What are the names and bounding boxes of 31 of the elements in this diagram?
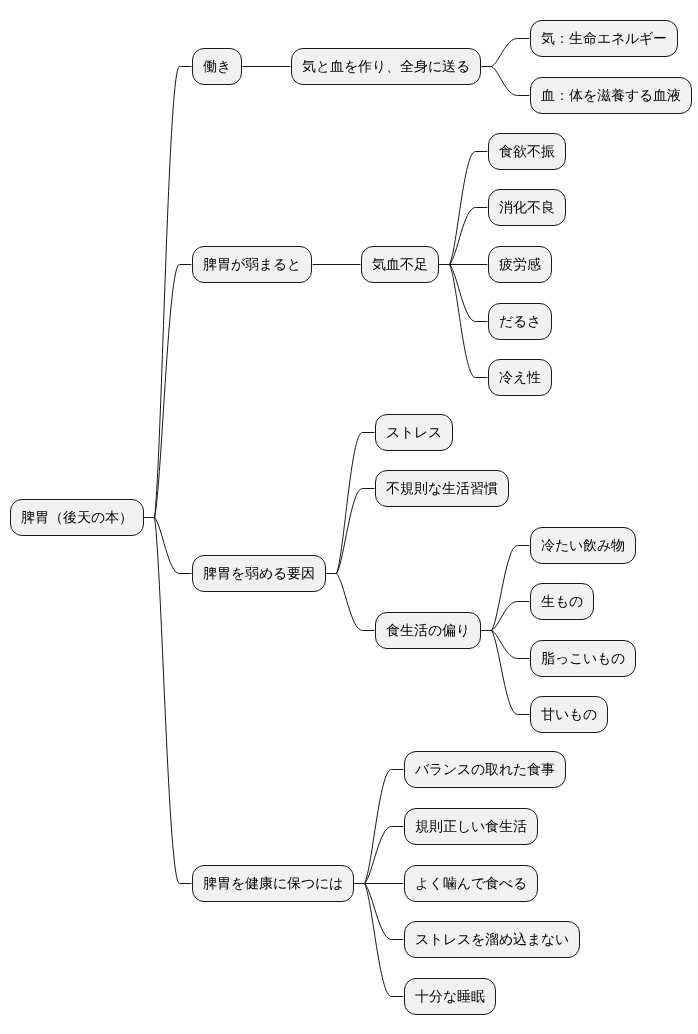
topic-box: 冷たい飲み物 [530,527,636,564]
connector-line [326,573,375,631]
connector-line [481,630,530,715]
topic-box: 血：体を滋養する血液 [530,77,692,114]
topic-box: 甘いもの [530,696,608,733]
topic-box: 冷え性 [488,359,552,396]
connector-line [312,264,361,265]
connector-line [481,66,530,96]
topic-box: 疲労感 [488,246,552,283]
topic-box: 食生活の偏り [375,612,481,649]
topic-box: 気：生命エネルギー [530,20,678,57]
topic-box: 規則正しい食生活 [404,808,538,845]
topic-box: 十分な睡眠 [404,978,496,1015]
topic-box: 脾胃を弱める要因 [192,555,326,592]
topic-box: 脾胃を健康に保つには [192,865,354,902]
topic-box: 生もの [530,583,594,620]
topic-box: 脾胃が弱まると [192,246,312,283]
topic-box: バランスの取れた食事 [404,751,566,788]
topic-box: 気血不足 [361,246,439,283]
topic-box: だるさ [488,303,552,340]
central-topic-box: 脾胃（後天の本） [10,499,144,536]
topic-box: 消化不良 [488,189,566,226]
topic-box: 脂っこいもの [530,640,636,677]
topic-box: 食欲不振 [488,133,566,170]
connector-line [242,66,291,67]
topic-box: よく噛んで食べる [404,865,538,902]
topic-box: 不規則な生活習慣 [375,470,509,507]
topic-box: 働き [192,48,242,85]
topic-box: ストレスを溜め込まない [404,921,580,958]
topic-box: 気と血を作り、全身に送る [291,48,481,85]
topic-box: ストレス [375,414,453,451]
